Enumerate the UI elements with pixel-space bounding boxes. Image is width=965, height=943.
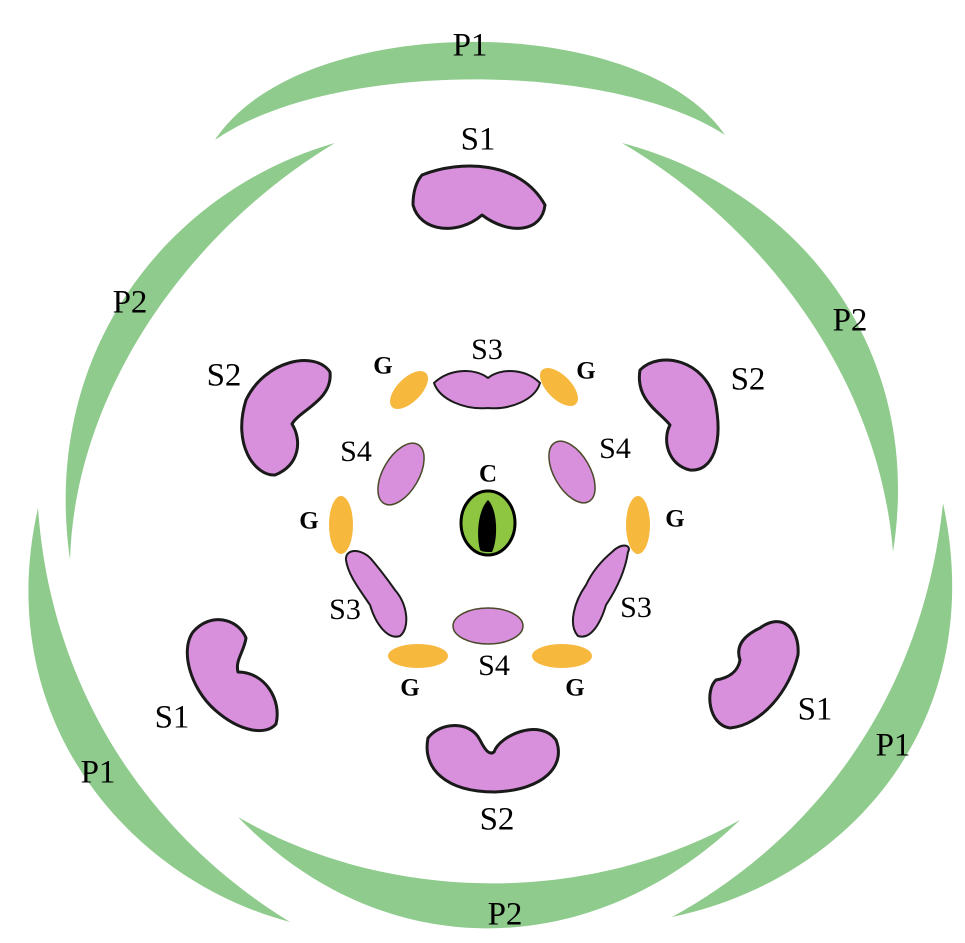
stamen-s1-lower-right <box>708 620 800 730</box>
label-s3-lower-left: S3 <box>329 593 361 626</box>
petal-p2-upper-left <box>65 143 335 560</box>
stamen-s3-top <box>433 370 541 410</box>
stamen-s1-lower-left <box>185 618 279 733</box>
inner-stamens-s3 <box>345 370 630 638</box>
label-s2-bottom: S2 <box>480 802 515 838</box>
petal-p2-upper-right <box>622 143 899 552</box>
inner-stamens-s4 <box>377 440 596 645</box>
stamen-s4-right <box>548 440 596 504</box>
labels: P1 P2 P2 P1 P1 P2 S1 S2 S2 S1 S1 S2 S3 S… <box>81 28 911 933</box>
label-g-top-right: G <box>576 358 595 385</box>
petal-whorl <box>28 41 953 929</box>
petal-p1-lower-left <box>28 508 291 922</box>
gland-mid-left <box>329 496 353 554</box>
stamen-s3-lower-right <box>571 544 630 638</box>
label-s2-upper-right: S2 <box>731 362 766 398</box>
stamen-s2-upper-left <box>240 359 332 477</box>
stamen-s4-bottom <box>452 607 524 645</box>
gland-top-left <box>390 371 428 409</box>
label-p2-left: P2 <box>113 285 148 321</box>
petal-p1-lower-right <box>672 503 953 917</box>
label-s4-bottom: S4 <box>478 649 510 682</box>
label-s1-lower-right: S1 <box>798 692 833 728</box>
glands <box>329 368 650 668</box>
label-s3-top: S3 <box>471 333 503 366</box>
label-s3-lower-right: S3 <box>620 591 652 624</box>
petal-p1-top <box>215 41 725 140</box>
stamen-s3-lower-left <box>345 550 408 638</box>
stamen-s2-bottom <box>425 724 560 794</box>
label-g-mid-right: G <box>665 506 684 533</box>
gland-mid-right <box>626 496 650 554</box>
gland-bottom-right <box>532 644 592 668</box>
gland-top-right <box>540 368 578 406</box>
petal-p2-bottom <box>238 817 740 929</box>
label-s4-right: S4 <box>599 432 631 465</box>
label-carpel: C <box>479 461 497 488</box>
label-p2-bottom: P2 <box>488 897 523 933</box>
label-p1-lower-right: P1 <box>876 728 911 764</box>
label-p1-top: P1 <box>453 28 488 64</box>
outer-stamens <box>185 164 800 794</box>
label-p1-lower-left: P1 <box>81 755 116 791</box>
label-s2-upper-left: S2 <box>207 358 242 394</box>
stamen-s4-left <box>377 442 425 506</box>
stamen-s1-top <box>411 164 547 230</box>
label-s1-top: S1 <box>461 122 496 158</box>
label-g-top-left: G <box>373 353 392 380</box>
gland-bottom-left <box>388 644 448 668</box>
carpel <box>459 489 517 557</box>
label-s4-left: S4 <box>340 435 372 468</box>
label-g-mid-left: G <box>299 508 318 535</box>
stamen-s2-upper-right <box>637 358 720 472</box>
label-p2-right: P2 <box>833 303 868 339</box>
carpel-locule <box>478 500 497 552</box>
label-s1-lower-left: S1 <box>155 700 190 736</box>
label-g-bottom-right: G <box>565 675 584 702</box>
label-g-bottom-left: G <box>400 675 419 702</box>
